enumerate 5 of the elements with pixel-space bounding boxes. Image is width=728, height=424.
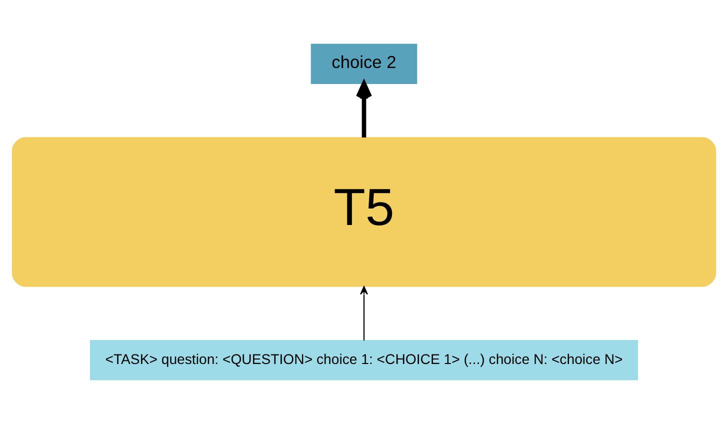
arrow xyxy=(360,286,368,341)
node-box: T5 xyxy=(12,137,716,287)
node-box: <TASK> question: <QUESTION> choice 1: <CHOICE 1> (...) choice N: <choice N> xyxy=(90,340,638,380)
node-box: choice 2 xyxy=(310,44,418,84)
arrow xyxy=(356,81,372,138)
